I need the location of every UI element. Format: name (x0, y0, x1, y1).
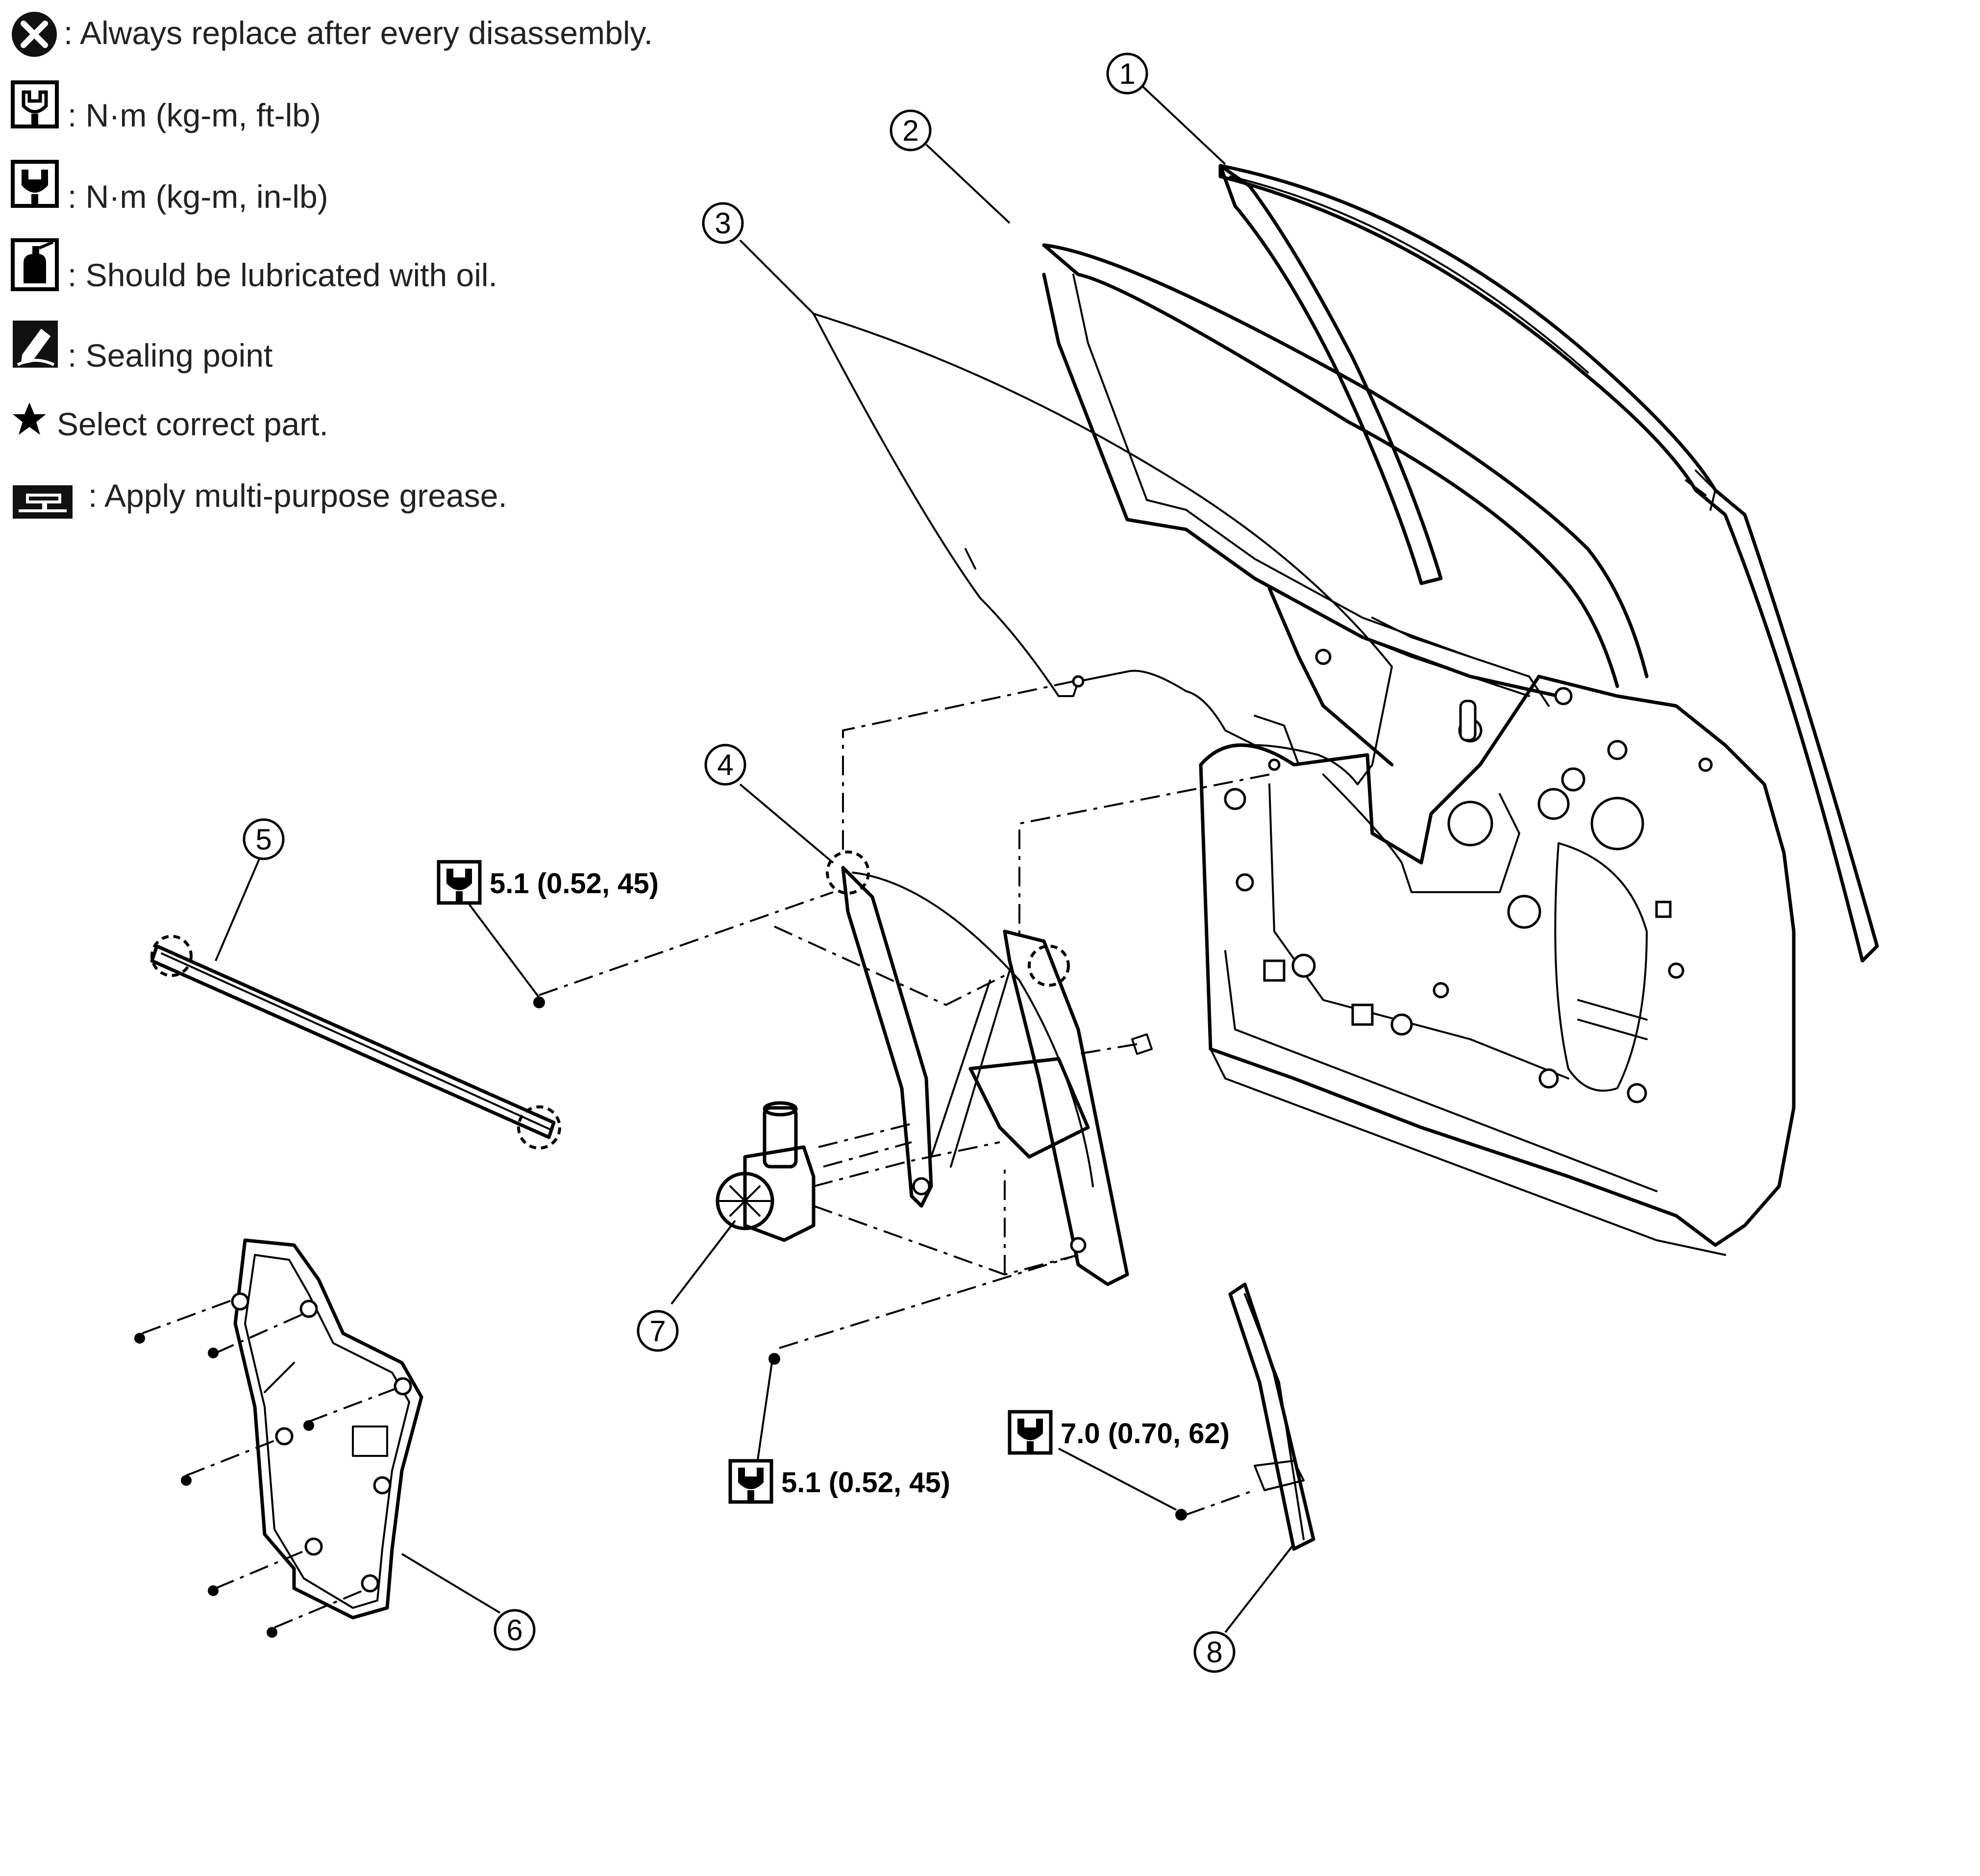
svg-text:4: 4 (717, 749, 733, 781)
legend-text-nm-inlb: : N·m (kg-m, in-lb) (68, 178, 328, 215)
torque-wrench-inlb-icon (728, 1459, 773, 1504)
assembly-lines (142, 680, 1270, 1628)
callout-5: 5 (243, 818, 285, 860)
svg-text:3: 3 (715, 207, 731, 240)
legend-text-grease: : Apply multi-purpose grease. (88, 477, 507, 514)
torque-spec-2: 5.1 (0.52, 45) (728, 1459, 950, 1504)
part-1-sash-weatherstrip (1218, 164, 1879, 963)
oil-can-icon (11, 238, 59, 291)
legend-text-select: Select correct part. (57, 406, 328, 442)
callout-1: 1 (1106, 52, 1148, 95)
callout-4: 4 (704, 744, 746, 786)
legend-text-oil: : Should be lubricated with oil. (68, 257, 497, 293)
legend-text-replace: : Always replace after every disassembly… (64, 15, 653, 51)
torque-value: 5.1 (0.52, 45) (490, 868, 659, 900)
torque-wrench-inlb-icon (11, 160, 59, 208)
callout-leaders (215, 85, 1295, 1633)
part-8-sash-guide (1228, 1282, 1315, 1551)
svg-text:1: 1 (1119, 57, 1135, 90)
callout-2: 2 (890, 109, 932, 151)
torque-value: 5.1 (0.52, 45) (781, 1467, 950, 1499)
svg-text:8: 8 (1206, 1636, 1222, 1669)
legend-text-sealing: : Sealing point (68, 337, 272, 374)
legend: : Always replace after every disassembly… (11, 12, 653, 519)
callout-7: 7 (637, 1310, 679, 1352)
door-inner-panel (1042, 243, 1796, 1256)
torque-spec-3: 7.0 (0.70, 62) (1008, 1410, 1230, 1455)
torque-wrench-inlb-icon (1008, 1410, 1053, 1455)
callout-3: 3 (702, 202, 744, 244)
legend-text-nm-ftlb: : N·m (kg-m, ft-lb) (68, 97, 321, 133)
svg-text:2: 2 (902, 114, 918, 147)
part-5-belt-molding (150, 935, 561, 1150)
bolts (134, 997, 1187, 1638)
svg-text:6: 6 (506, 1614, 522, 1647)
grease-icon (13, 485, 73, 519)
star-icon (13, 402, 46, 435)
callout-6: 6 (494, 1609, 536, 1651)
torque-value: 7.0 (0.70, 62) (1061, 1418, 1230, 1450)
part-4-regulator-assembly (826, 850, 1153, 1286)
svg-text:5: 5 (255, 823, 272, 856)
svg-text:7: 7 (649, 1315, 666, 1348)
part-6-hole-cover (231, 1238, 423, 1620)
torque-wrench-ftlb-icon (11, 80, 59, 128)
replace-x-icon (12, 12, 57, 57)
part-7-regulator-motor (716, 1101, 816, 1242)
torque-spec-1: 5.1 (0.52, 45) (437, 860, 659, 905)
callout-8: 8 (1193, 1631, 1236, 1673)
torque-wrench-inlb-icon (437, 860, 482, 905)
sealing-point-icon (13, 321, 58, 368)
